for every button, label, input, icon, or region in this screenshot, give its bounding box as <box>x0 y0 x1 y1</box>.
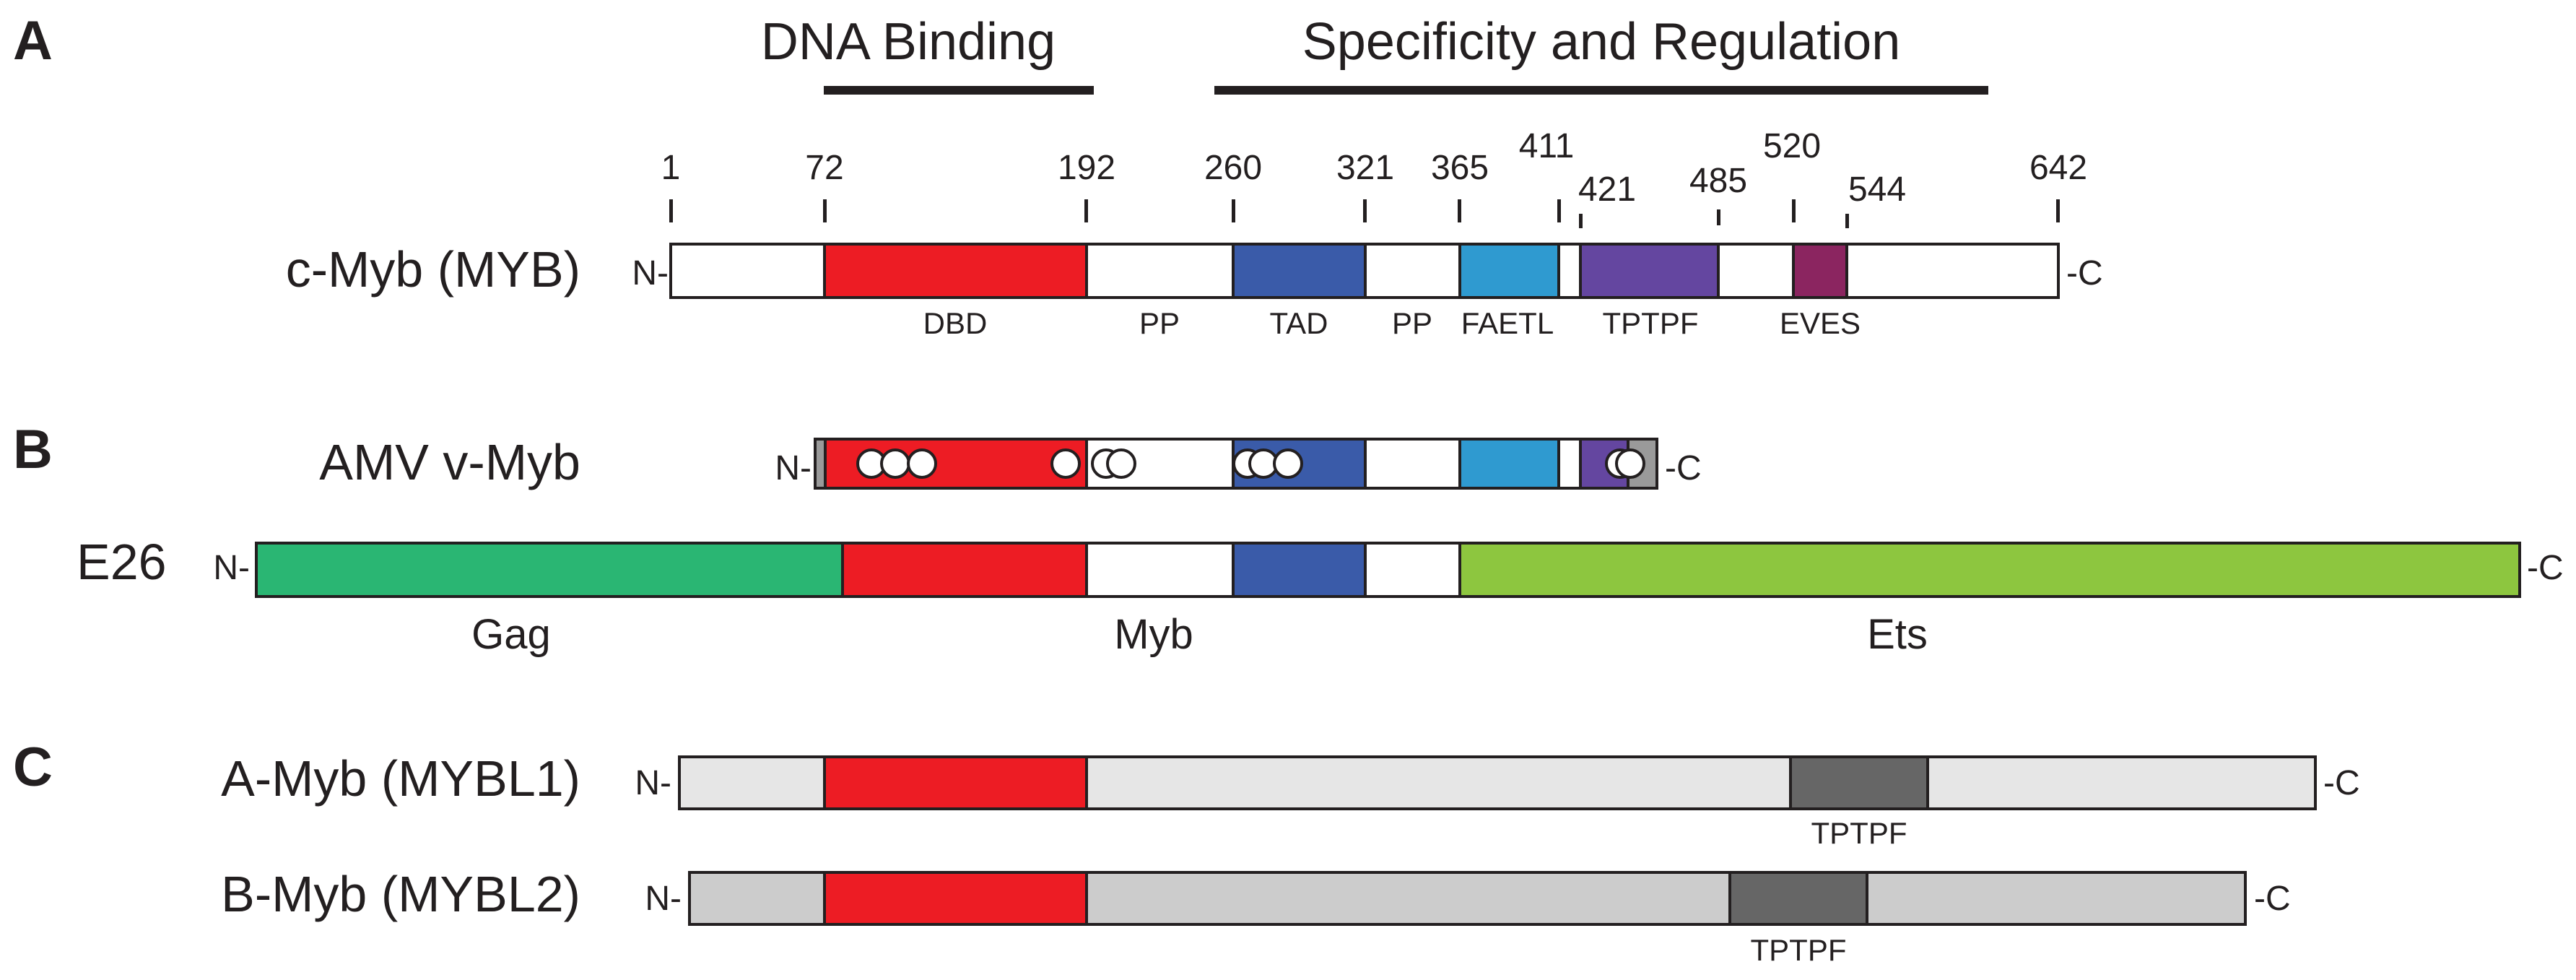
cmyb-dbd-domain <box>823 243 1088 299</box>
pos-642: 642 <box>2029 149 2087 187</box>
label-eves: EVES <box>1780 306 1861 340</box>
bmyb-tptpf-domain <box>1728 871 1868 926</box>
e26-ets-label: Ets <box>1867 611 1928 658</box>
specificity-regulation-bar <box>1214 86 1988 95</box>
tick-411 <box>1557 199 1561 222</box>
cmyb-label: c-Myb (MYB) <box>286 241 580 298</box>
amyb-dbd-domain <box>823 755 1088 810</box>
label-dbd: DBD <box>923 306 988 340</box>
cmyb-position-numbers: 1 72 192 260 321 365 411 421 485 520 544… <box>661 127 2087 209</box>
tick-520 <box>1792 199 1796 222</box>
e26-myb-label: Myb <box>1114 611 1193 658</box>
vmyb-point-mutations <box>856 448 1645 479</box>
mutation-marker <box>1273 448 1303 479</box>
tick-365 <box>1458 199 1461 222</box>
e26-ets-domain <box>1458 542 2521 598</box>
cmyb-tptpf-domain <box>1579 243 1720 299</box>
bmyb-protein-bar <box>688 871 2247 926</box>
tick-642 <box>2056 199 2060 222</box>
cmyb-c-terminus: -C <box>2066 254 2103 292</box>
cmyb-protein-bar <box>669 243 2060 299</box>
dna-binding-bar <box>824 86 1094 95</box>
e26-c-terminus: -C <box>2527 549 2564 587</box>
pos-260: 260 <box>1204 149 1262 187</box>
vmyb-faetl-domain <box>1458 438 1560 490</box>
pos-321: 321 <box>1336 149 1394 187</box>
tick-485 <box>1717 209 1720 225</box>
pos-411: 411 <box>1519 127 1575 165</box>
mutation-marker <box>1106 448 1136 479</box>
label-faetl: FAETL <box>1461 306 1554 340</box>
mutation-marker <box>880 448 910 479</box>
label-pp-2: PP <box>1392 306 1432 340</box>
pos-365: 365 <box>1431 149 1489 187</box>
e26-label: E26 <box>77 534 167 590</box>
tick-421 <box>1579 214 1583 228</box>
pos-544: 544 <box>1848 170 1906 209</box>
vmyb-c-terminus: -C <box>1665 449 1702 487</box>
tick-72 <box>823 199 827 222</box>
panel-letter-b: B <box>13 419 53 480</box>
panel-letter-a: A <box>13 10 53 71</box>
amyb-n-terminus: N- <box>635 764 671 802</box>
label-tad: TAD <box>1270 306 1328 340</box>
cmyb-position-ticks <box>669 199 2060 228</box>
mutation-marker <box>1615 448 1645 479</box>
e26-dbd-domain <box>841 542 1088 598</box>
amyb-protein-bar <box>678 755 2317 810</box>
bmyb-dbd-domain <box>823 871 1088 926</box>
cmyb-n-terminus: N- <box>632 254 669 292</box>
bmyb-n-terminus: N- <box>645 880 682 918</box>
heading-dna-binding: DNA Binding <box>761 13 1056 71</box>
tick-260 <box>1232 199 1235 222</box>
amyb-tptpf-label: TPTPF <box>1811 816 1907 850</box>
e26-tad-domain <box>1232 542 1367 598</box>
e26-n-terminus: N- <box>213 549 250 587</box>
pos-192: 192 <box>1058 149 1115 187</box>
tick-321 <box>1363 199 1367 222</box>
bmyb-label: B-Myb (MYBL2) <box>221 866 580 922</box>
cmyb-domain-labels: DBD PP TAD PP FAETL TPTPF EVES <box>923 306 1861 340</box>
pos-421: 421 <box>1578 170 1636 209</box>
pos-485: 485 <box>1689 162 1747 200</box>
cmyb-faetl-domain <box>1458 243 1560 299</box>
mutation-marker <box>907 448 937 479</box>
vmyb-n-gag-end <box>814 438 827 490</box>
heading-specificity-regulation: Specificity and Regulation <box>1302 13 1901 71</box>
pos-72: 72 <box>805 149 843 187</box>
amyb-tptpf-domain <box>1789 755 1929 810</box>
tick-192 <box>1084 199 1088 222</box>
label-tptpf: TPTPF <box>1603 306 1699 340</box>
pos-1: 1 <box>661 149 681 187</box>
vmyb-label: AMV v-Myb <box>319 434 580 490</box>
tick-1 <box>669 199 673 222</box>
mutation-marker <box>1050 448 1081 479</box>
label-pp-1: PP <box>1139 306 1180 340</box>
e26-gag-label: Gag <box>471 611 551 658</box>
bmyb-c-terminus: -C <box>2254 880 2291 918</box>
panel-letter-c: C <box>13 737 53 798</box>
cmyb-eves-domain <box>1792 243 1848 299</box>
cmyb-tad-domain <box>1232 243 1367 299</box>
e26-gag-domain <box>255 542 844 598</box>
amyb-c-terminus: -C <box>2323 764 2360 802</box>
e26-protein-bar <box>255 542 2521 598</box>
amyb-label: A-Myb (MYBL1) <box>221 750 580 807</box>
pos-520: 520 <box>1763 127 1821 165</box>
vmyb-n-terminus: N- <box>775 449 811 487</box>
tick-544 <box>1845 214 1849 228</box>
bmyb-tptpf-label: TPTPF <box>1751 933 1847 967</box>
